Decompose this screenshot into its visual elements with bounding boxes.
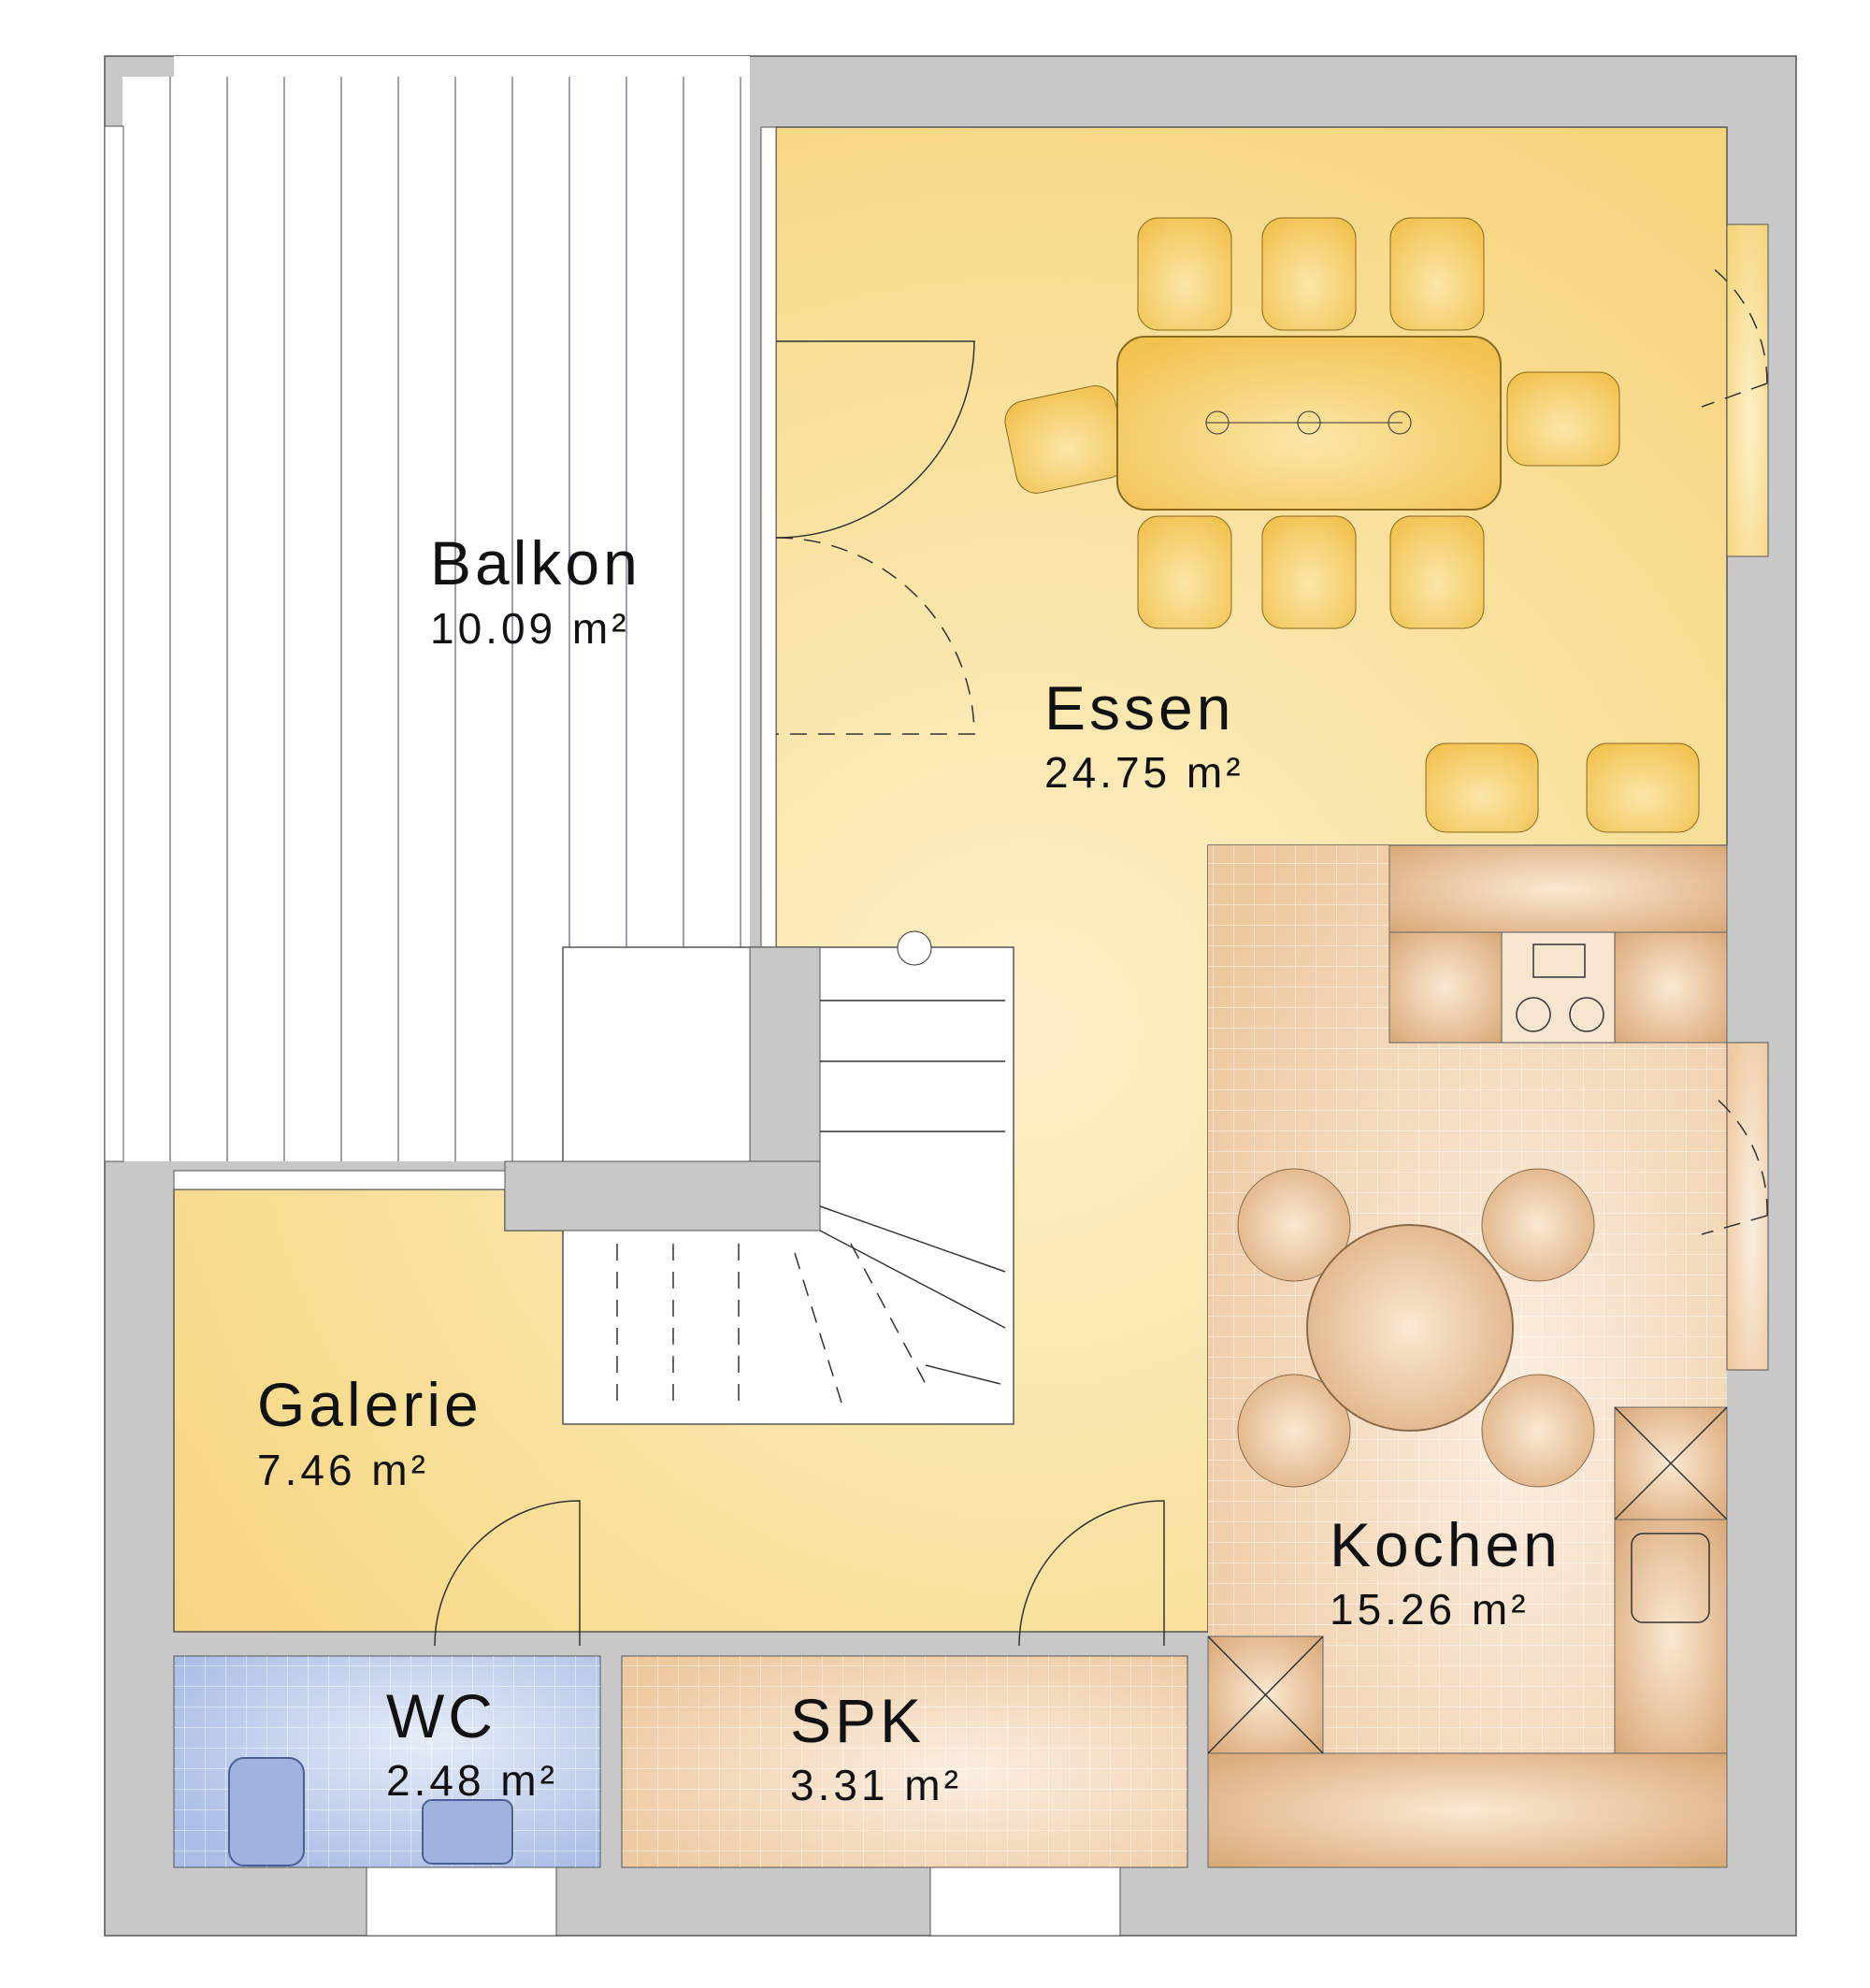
label-spk: SPK 3.31 m² <box>790 1686 962 1809</box>
washbasin <box>422 1799 513 1865</box>
svg-text:Kochen: Kochen <box>1330 1510 1561 1579</box>
toilet <box>228 1757 305 1866</box>
stair-start-marker <box>897 930 932 966</box>
wc-door[interactable] <box>434 1500 581 1647</box>
svg-text:24.75 m²: 24.75 m² <box>1044 748 1244 797</box>
kitchen-counter-top <box>1388 844 1728 1044</box>
svg-text:SPK: SPK <box>790 1686 925 1755</box>
kitchen-counter-right <box>1207 1406 1728 1868</box>
label-wc: WC 2.48 m² <box>386 1681 558 1805</box>
svg-text:3.31 m²: 3.31 m² <box>790 1761 962 1809</box>
svg-text:Essen: Essen <box>1044 673 1234 742</box>
sink <box>1631 1533 1710 1623</box>
svg-text:Galerie: Galerie <box>257 1370 482 1439</box>
spk-window <box>929 1866 1121 1937</box>
stove <box>1501 931 1616 1044</box>
essen-window <box>1726 223 1769 557</box>
staircase <box>504 930 1014 1425</box>
balcony-door[interactable] <box>760 126 777 948</box>
svg-text:2.48 m²: 2.48 m² <box>386 1756 558 1805</box>
label-essen: Essen 24.75 m² <box>1044 673 1244 797</box>
svg-text:7.46 m²: 7.46 m² <box>257 1446 429 1494</box>
dining-set <box>1004 217 1700 833</box>
svg-text:10.09 m²: 10.09 m² <box>430 604 630 653</box>
svg-text:15.26 m²: 15.26 m² <box>1330 1585 1530 1634</box>
wc-window <box>366 1866 557 1937</box>
label-balkon: Balkon 10.09 m² <box>430 528 641 653</box>
label-galerie: Galerie 7.46 m² <box>257 1370 482 1494</box>
kitchen-window <box>1726 1042 1769 1371</box>
spk-door[interactable] <box>1018 1500 1165 1647</box>
svg-text:Balkon: Balkon <box>430 528 641 598</box>
galerie-window <box>173 1170 506 1190</box>
kitchen-dining-set <box>1237 1168 1595 1488</box>
label-kochen: Kochen 15.26 m² <box>1330 1510 1561 1634</box>
svg-text:WC: WC <box>386 1681 496 1750</box>
round-table <box>1306 1224 1514 1432</box>
